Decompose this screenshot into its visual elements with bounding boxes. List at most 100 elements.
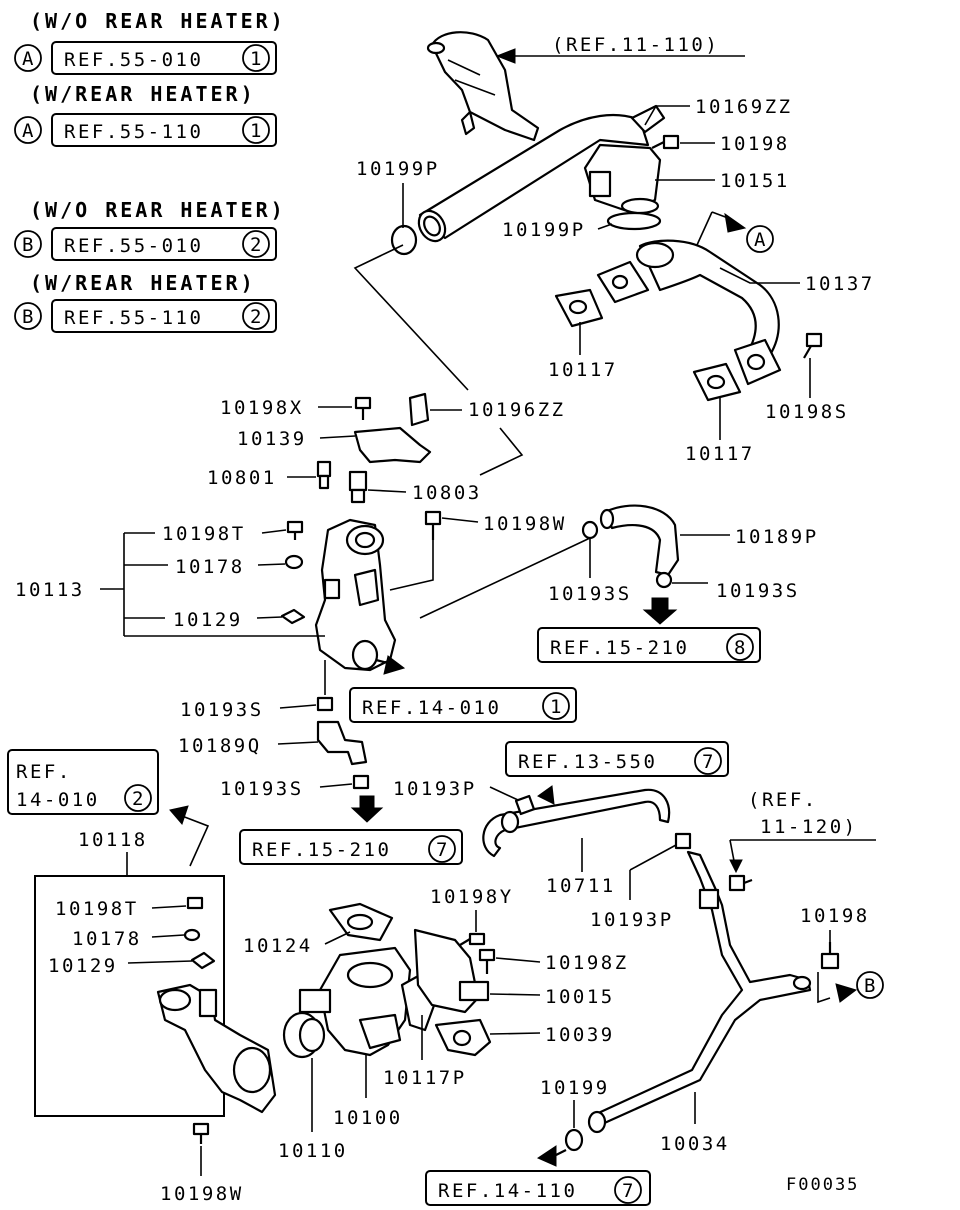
ref-box-14-110-7[interactable] xyxy=(425,1170,651,1206)
arrow-stem xyxy=(375,658,393,666)
marker-a-circle xyxy=(746,225,774,253)
leader-10198W-a xyxy=(441,517,479,523)
leader-marker-b xyxy=(817,972,831,1004)
legend-ref-box-1[interactable] xyxy=(51,41,277,75)
legend-marker-3: B xyxy=(22,234,36,256)
marker-b-circle xyxy=(856,971,884,999)
legend-ref-box-3[interactable] xyxy=(51,227,277,261)
legend-ref-2: REF.55-110 xyxy=(64,121,203,143)
gasket-hole xyxy=(452,1029,472,1047)
label-10110: 10110 xyxy=(278,1140,348,1162)
water-pipe-main-drawing xyxy=(417,114,650,243)
leader-10169ZZ xyxy=(644,105,690,126)
leader-10129-a xyxy=(256,616,283,619)
label-10039: 10039 xyxy=(545,1024,615,1046)
kit-box-10118 xyxy=(34,875,225,1117)
legend-header-4: (W/REAR HEATER) xyxy=(30,271,256,295)
hose-10711-drawing xyxy=(482,788,671,858)
ref-number-circle xyxy=(614,1176,642,1204)
leader-10193S-d xyxy=(319,783,353,788)
bolt-10198Z-drawing xyxy=(478,948,496,974)
gasket-10129-drawing xyxy=(280,608,306,625)
heater-pipe-upper-drawing xyxy=(426,31,540,142)
marker-a: A xyxy=(754,229,768,251)
gasket-10199P-left-drawing xyxy=(390,224,418,256)
bolt-10198-right-drawing xyxy=(820,942,840,970)
leader-10189Q xyxy=(277,741,319,745)
label-10193S-d: 10193S xyxy=(220,778,304,800)
label-10198-top: 10198 xyxy=(720,133,790,155)
water-pipe-10034-drawing xyxy=(587,850,812,1134)
bracket-10113 xyxy=(100,532,325,637)
marker-a-icon xyxy=(14,44,42,72)
legend-num-4: 2 xyxy=(250,306,264,328)
legend-marker-2: A xyxy=(22,120,36,142)
ref-number-circle xyxy=(124,784,152,812)
arrow-up-left-icon xyxy=(169,805,189,825)
leader-10178-b xyxy=(151,934,185,938)
legend-header-3: (W/O REAR HEATER) xyxy=(30,198,286,222)
gasket-10129-kit-drawing xyxy=(190,951,216,970)
label-10189P: 10189P xyxy=(735,526,819,548)
leader-10118-ref xyxy=(181,815,210,867)
leader-hose-to-case xyxy=(419,537,591,619)
arrow-left-icon xyxy=(495,48,516,64)
bolt-10198W-b-drawing xyxy=(192,1122,210,1144)
ref-14-110-7-num: 7 xyxy=(622,1180,636,1202)
bolt-10198X-drawing xyxy=(354,396,372,420)
gasket-10199-drawing xyxy=(564,1128,584,1152)
ref-box-15-210-8[interactable] xyxy=(537,627,761,663)
leader-10198T-b xyxy=(151,905,187,909)
legend-num-2: 1 xyxy=(250,120,264,142)
water-outlet-fitting-drawing xyxy=(583,143,662,215)
legend-ref-box-2[interactable] xyxy=(51,113,277,147)
arrow-right-icon xyxy=(724,212,747,233)
label-10198W-b: 10198W xyxy=(160,1183,244,1205)
thermostat-housing-10100-drawing xyxy=(298,946,412,1057)
label-10193P-b: 10193P xyxy=(590,909,674,931)
label-10139: 10139 xyxy=(237,428,307,450)
arrow-down-icon xyxy=(642,597,678,625)
label-10117P: 10117P xyxy=(383,1067,467,1089)
washer-10178-kit-drawing xyxy=(183,928,201,942)
legend-header-1: (W/O REAR HEATER) xyxy=(30,9,286,33)
arrow-right-icon xyxy=(835,983,858,1003)
leader-10124 xyxy=(324,931,351,945)
ref-number-circle xyxy=(428,835,456,863)
leader-10198Z xyxy=(495,957,541,963)
label-10193S-b: 10193S xyxy=(716,580,800,602)
ref-box-14-010-2[interactable] xyxy=(7,749,159,815)
label-10189Q: 10189Q xyxy=(178,735,262,757)
ref-13-550-7: REF.13-550 xyxy=(518,751,657,773)
leader-10139 xyxy=(319,435,356,439)
ref-13-550-7-num: 7 xyxy=(702,751,716,773)
legend-marker-4: B xyxy=(22,306,36,328)
ref-number-circle xyxy=(542,692,570,720)
leader-10196ZZ-upper xyxy=(353,244,469,391)
ref-number-circle xyxy=(694,747,722,775)
label-10178-a: 10178 xyxy=(175,556,245,578)
bolt-10198T-kit-drawing xyxy=(186,896,204,910)
label-10711: 10711 xyxy=(546,875,616,897)
label-10198Y: 10198Y xyxy=(430,886,514,908)
ref-box-13-550-7[interactable] xyxy=(505,741,729,777)
label-10100: 10100 xyxy=(333,1107,403,1129)
ref-14-010-2-num: 2 xyxy=(132,788,146,810)
marker-b: B xyxy=(864,975,878,997)
label-10117-a: 10117 xyxy=(548,359,618,381)
gasket-hole xyxy=(346,913,374,931)
label-10137: 10137 xyxy=(805,273,875,295)
leader-10193S-c xyxy=(279,704,317,709)
ref-14-010-2-line2: 14-010 xyxy=(16,789,100,811)
ref-number-circle xyxy=(242,116,270,144)
ref-15-210-7-num: 7 xyxy=(436,839,450,861)
ref-box-15-210-7[interactable] xyxy=(239,829,463,865)
leader-10193P-b xyxy=(629,844,677,871)
legend-ref-box-4[interactable] xyxy=(51,299,277,333)
label-10193S-a: 10193S xyxy=(548,583,632,605)
water-inlet-10015-drawing xyxy=(413,928,490,1014)
ref-14-010-2-line1: REF. xyxy=(16,761,72,783)
ref-box-14-010-1[interactable] xyxy=(349,687,577,723)
label-10034: 10034 xyxy=(660,1133,730,1155)
label-10199P-b: 10199P xyxy=(502,219,586,241)
